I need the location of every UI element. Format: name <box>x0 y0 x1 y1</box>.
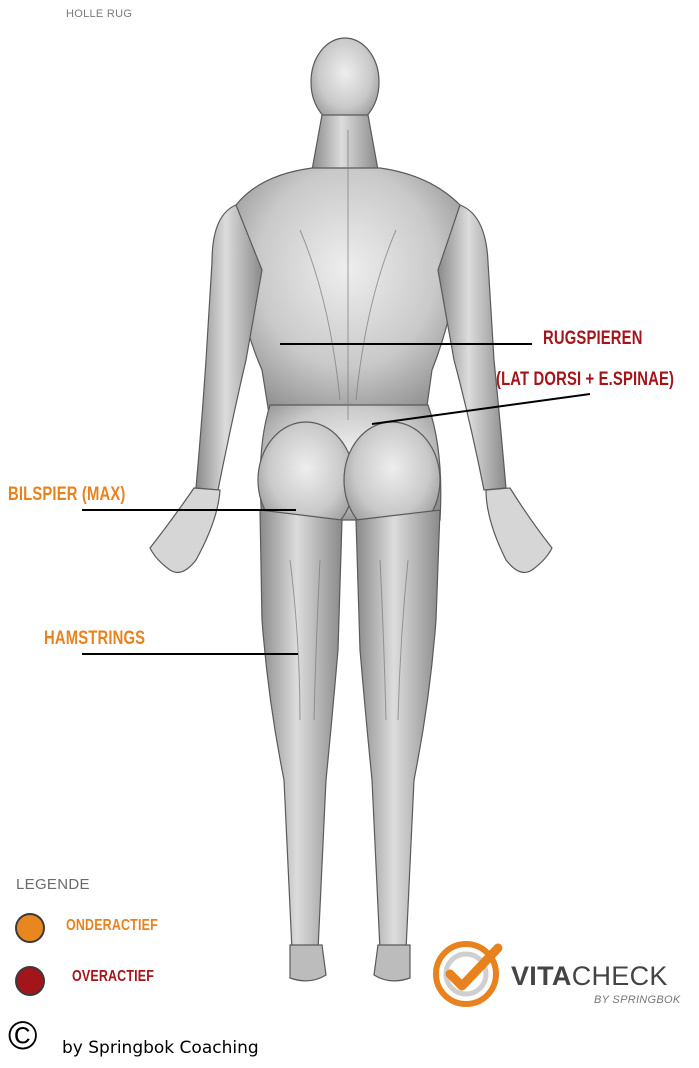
legend-swatch-underactive <box>15 913 45 943</box>
legend-swatch-overactive <box>15 966 45 996</box>
label-rugspieren-detail: (LAT DORSI + E.SPINAE) <box>496 369 674 391</box>
logo-brand: VITACHECK <box>511 961 668 992</box>
copyright-icon: © <box>8 1016 37 1056</box>
legend-label-underactive: ONDERACTIEF <box>66 917 158 935</box>
logo-brand-bold: VITA <box>511 961 572 991</box>
legend-title: LEGENDE <box>16 876 90 893</box>
label-bilspier: BILSPIER (MAX) <box>8 484 125 506</box>
vitacheck-logo-icon <box>430 938 510 1010</box>
logo-subtitle: BY SPRINGBOK <box>594 994 681 1006</box>
label-hamstrings: HAMSTRINGS <box>44 628 145 650</box>
legend-label-overactive: OVERACTIEF <box>72 968 154 986</box>
credit-text: by Springbok Coaching <box>62 1038 259 1058</box>
label-rugspieren: RUGSPIEREN <box>543 328 643 350</box>
logo-brand-rest: CHECK <box>572 961 668 991</box>
